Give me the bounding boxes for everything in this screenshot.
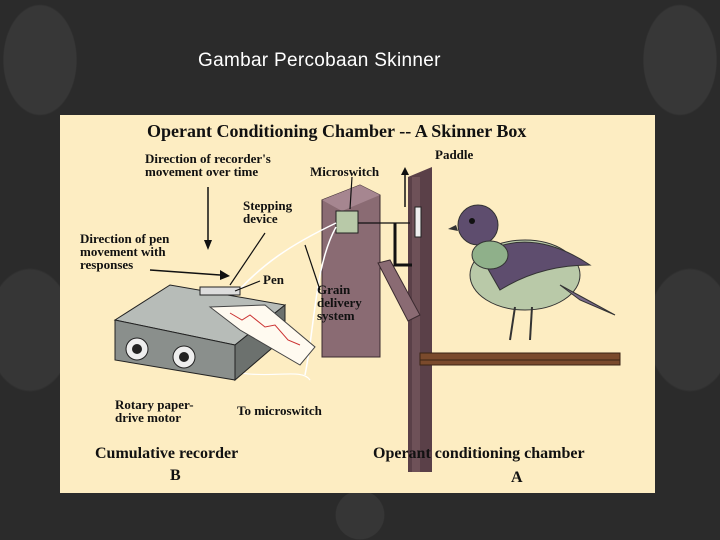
lever	[393, 223, 412, 267]
chamber-floor	[419, 352, 621, 366]
label-chamber-letter: A	[511, 469, 523, 486]
pigeon	[448, 204, 616, 341]
recorder-paper	[208, 304, 316, 366]
label-to-microswitch: To microswitch	[237, 403, 322, 418]
label-grain-delivery: Grain delivery system	[317, 282, 362, 323]
label-stepping-device: Stepping device	[243, 198, 293, 226]
label-rotary-motor: Rotary paper- drive motor	[115, 397, 194, 425]
label-pen: Pen	[263, 272, 284, 287]
label-paddle: Paddle	[435, 147, 474, 162]
label-pen-direction: Direction of pen movement with responses	[80, 231, 170, 272]
slide-title: Gambar Percobaan Skinner	[198, 50, 441, 71]
paddle	[414, 206, 422, 238]
skinner-box-illustration	[113, 167, 621, 472]
microswitch	[335, 210, 359, 234]
skinner-box-figure: Operant Conditioning Chamber -- A Skinne…	[60, 115, 655, 493]
label-recorder-letter: B	[170, 467, 181, 484]
label-cumulative-recorder: Cumulative recorder	[95, 445, 239, 462]
recorder-pen	[199, 286, 241, 296]
label-recorder-direction: Direction of recorder's movement over ti…	[145, 151, 271, 179]
label-chamber: Operant conditioning chamber	[373, 445, 585, 462]
grain-chute	[377, 259, 421, 322]
label-microswitch: Microswitch	[310, 164, 380, 179]
chamber-wall-side	[412, 177, 420, 472]
diagram-heading: Operant Conditioning Chamber -- A Skinne…	[147, 121, 527, 141]
